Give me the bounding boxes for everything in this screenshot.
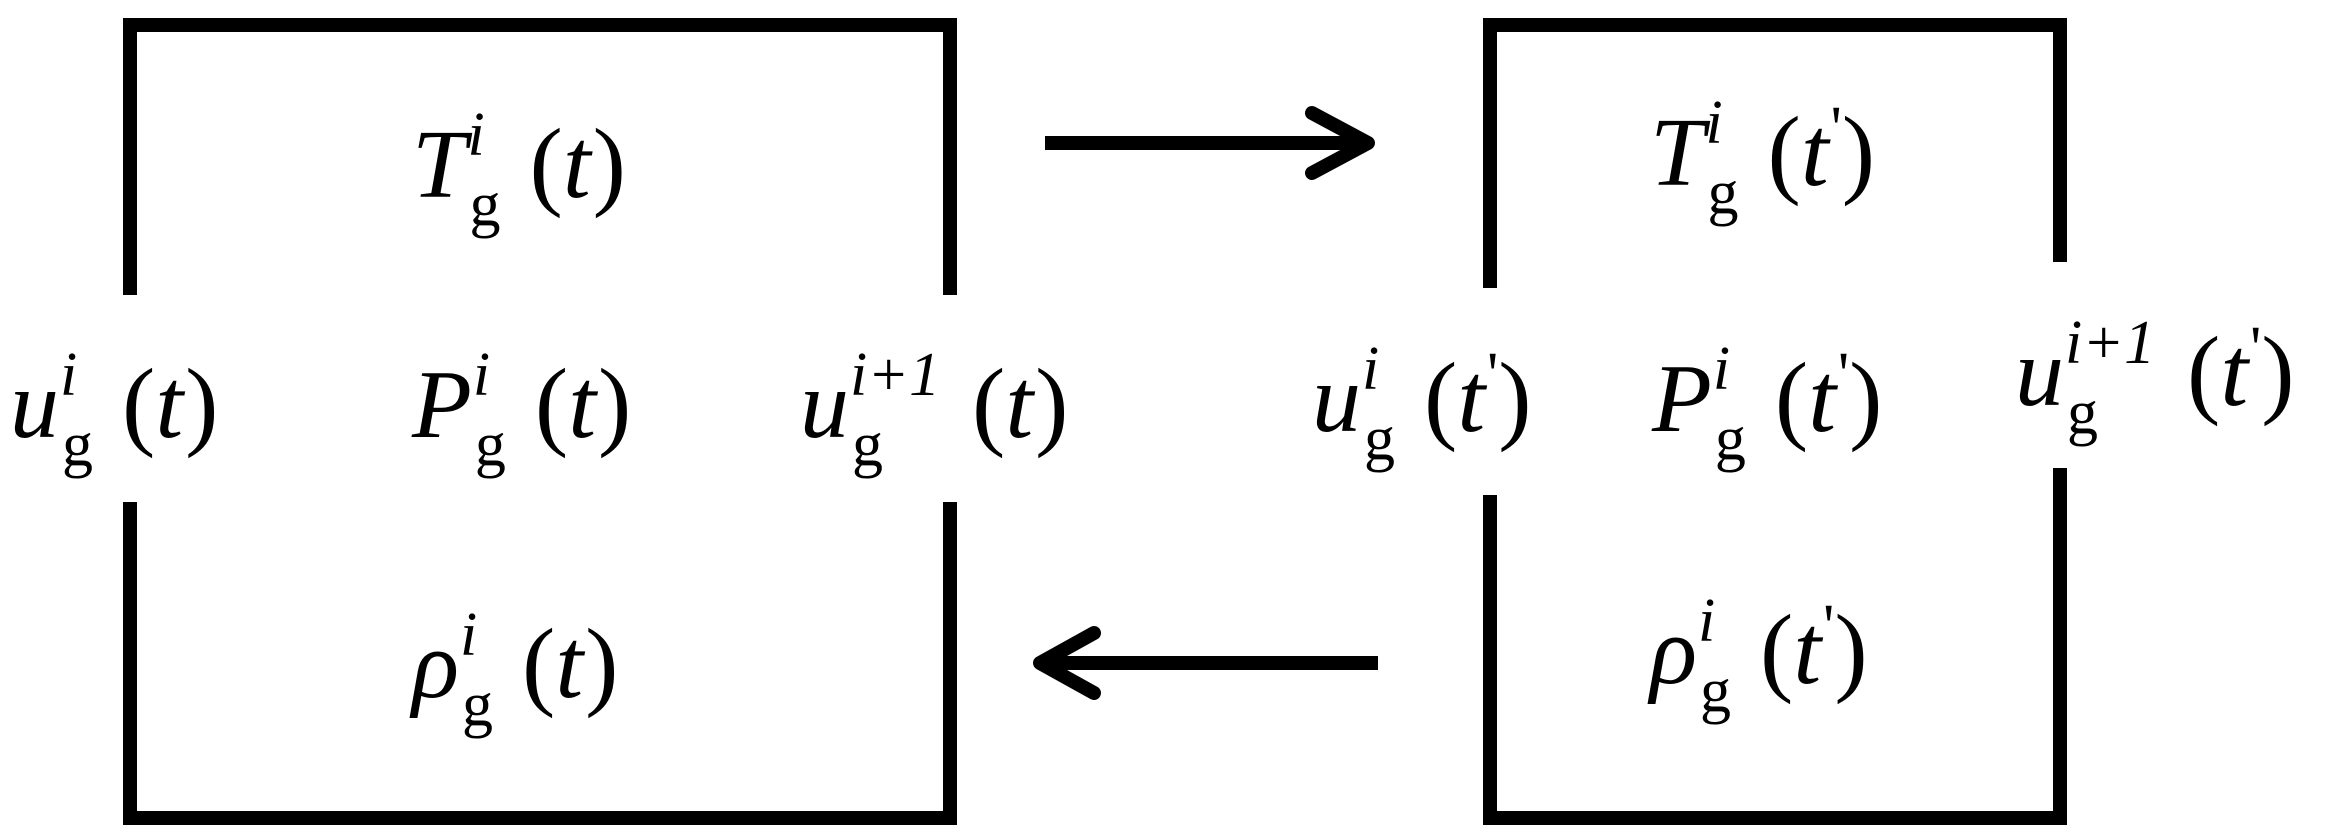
- left-box: [123, 18, 957, 825]
- right-box: [1483, 18, 2067, 825]
- right-box-upper-frame: [1483, 18, 2067, 288]
- left-box-lower-frame: [123, 502, 957, 825]
- backward-arrow: [1033, 626, 1378, 700]
- forward-arrow: [1045, 106, 1375, 180]
- left-box-upper-frame: [123, 18, 957, 295]
- right-box-lower-frame: [1483, 468, 2067, 825]
